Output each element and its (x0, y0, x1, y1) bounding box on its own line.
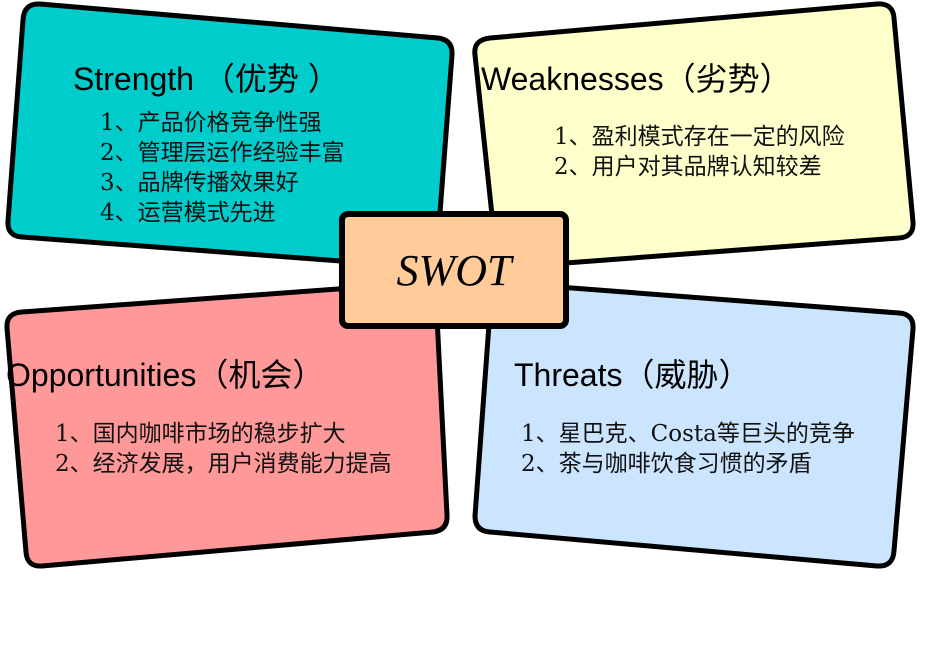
weaknesses-item: 2、用户对其品牌认知较差 (554, 154, 822, 180)
strength-item: 1、产品价格竞争性强 (100, 110, 322, 136)
opportunities-item: 1、国内咖啡市场的稳步扩大 (55, 421, 346, 447)
strength-item: 4、运营模式先进 (100, 200, 276, 226)
threats-title: Threats（威胁） (514, 357, 751, 393)
threats-item: 1、星巴克、Costa等巨头的竞争 (521, 421, 855, 447)
weaknesses-quadrant-shape (472, 1, 916, 270)
opportunities-title: Opportunities（机会） (6, 357, 325, 393)
swot-center-box (339, 211, 569, 329)
strength-item: 2、管理层运作经验丰富 (100, 140, 345, 166)
strength-title: Strength （优势 ） (73, 61, 340, 97)
strength-item: 3、品牌传播效果好 (100, 170, 299, 196)
weaknesses-title: Weaknesses（劣势） (481, 61, 792, 97)
strength-list: 1、产品价格竞争性强 2、管理层运作经验丰富 3、品牌传播效果好 4、运营模式先… (100, 108, 345, 228)
threats-list: 1、星巴克、Costa等巨头的竞争 2、茶与咖啡饮食习惯的矛盾 (521, 419, 855, 479)
weaknesses-list: 1、盈利模式存在一定的风险 2、用户对其品牌认知较差 (554, 122, 845, 182)
swot-center-label: SWOT (396, 245, 512, 295)
weaknesses-item: 1、盈利模式存在一定的风险 (554, 124, 845, 150)
opportunities-item: 2、经济发展，用户消费能力提高 (55, 451, 392, 477)
opportunities-list: 1、国内咖啡市场的稳步扩大 2、经济发展，用户消费能力提高 (55, 419, 392, 479)
threats-item: 2、茶与咖啡饮食习惯的矛盾 (521, 451, 812, 477)
